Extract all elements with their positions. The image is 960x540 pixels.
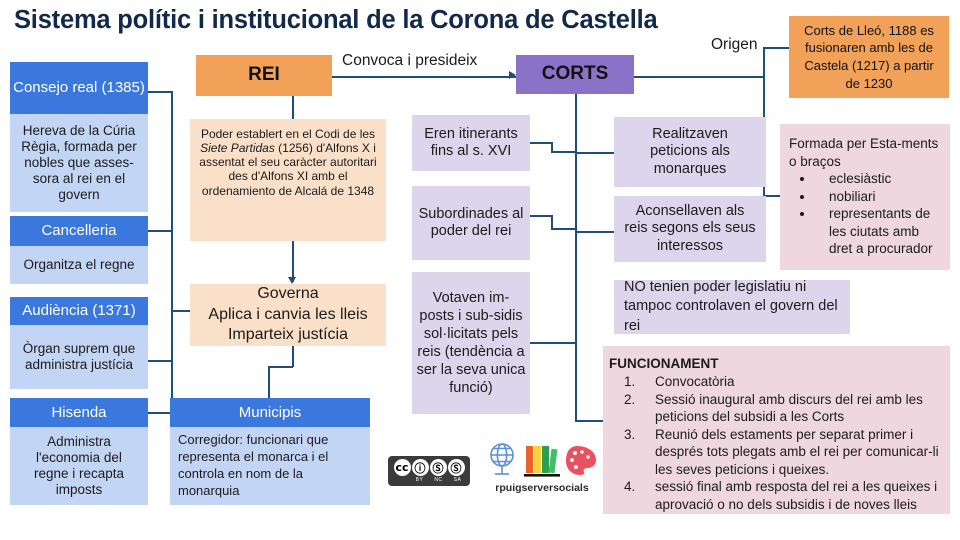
connector-corts-left-3 [530, 342, 576, 344]
connector-left-to-governa [171, 310, 196, 312]
cc-label-nc: NC [434, 477, 443, 483]
card-consejo-real-body: Hereva de la Cúria Règia, formada per no… [10, 114, 148, 212]
connector-corts-box-itinerants [530, 142, 552, 144]
connector-corts-left-1-v [551, 142, 553, 152]
creative-commons-badge-icon: cc ⓘ Ⓢ Ⓢ BY NC SA [388, 456, 470, 486]
funcionament-step: sessió final amb resposta del rei a les … [639, 478, 940, 513]
globe-icon [490, 443, 514, 475]
connector-left-branch-hisenda [148, 412, 172, 414]
logo-name-text: rpuigserversocials [495, 482, 589, 494]
connector-corts-right [634, 76, 764, 78]
connector-origen-to-box [763, 47, 789, 49]
card-corts-note-votaven: Votaven im-posts i sub-sidis sol·licitat… [412, 272, 530, 414]
funcionament-step: Convocatòria [639, 373, 940, 390]
power-note-italic: Siete Partidas [200, 141, 275, 156]
cc-circle-icon: cc [393, 459, 411, 476]
connector-left-branch-consejo [148, 91, 172, 93]
connector-corts-left-1 [551, 151, 576, 153]
card-rei: REI [196, 55, 332, 96]
card-hisenda-body: Administra l'economia del regne i recapt… [10, 427, 148, 505]
card-municipis-header: Municipis [170, 398, 370, 427]
page-title: Sistema polític i institucional de la Co… [14, 6, 658, 34]
funcionament-step: Sessió inaugural amb discurs del rei amb… [639, 391, 940, 426]
card-corts-note-peticions: Realitzaven peticions als monarques [614, 117, 766, 187]
card-corts-note-aconsellaven: Aconsellaven als reis segons els seus in… [614, 196, 766, 262]
cc-label-by: BY [415, 477, 424, 483]
connector-left-spine [171, 91, 173, 413]
arrow-to-corts [509, 71, 516, 79]
card-corts-origen: Corts de Lleó, 1188 es fusionaren amb le… [789, 16, 949, 98]
connector-power-to-governa [292, 240, 294, 282]
connector-rei-to-corts [332, 76, 516, 78]
card-rei-functions: Governa Aplica i canvia les lleis Impart… [190, 284, 386, 346]
card-cancelleria-header: Cancelleria [10, 216, 148, 246]
funcionament-step: Reunió dels estaments per separat primer… [639, 426, 940, 478]
cc-by-icon: ⓘ [411, 459, 429, 476]
power-note-pre: Poder establert en el Codi de les [200, 127, 376, 141]
connector-corts-box-subordinades [530, 215, 552, 217]
card-funcionament: FUNCIONAMENT Convocatòria Sessió inaugur… [603, 346, 950, 514]
connector-corts-to-funcionament [575, 420, 603, 422]
connector-to-municipis [268, 366, 270, 398]
connector-rei-to-power [292, 95, 294, 119]
estaments-list: eclesiàstic nobiliari representants de l… [789, 170, 941, 258]
funcionament-steps: Convocatòria Sessió inaugural amb discur… [609, 373, 940, 513]
estaments-item: eclesiàstic [815, 170, 941, 188]
estaments-intro: Formada per Esta-ments o braços [789, 136, 939, 169]
card-corts-note-subordinades: Subordinades al poder del rei [412, 186, 530, 260]
label-convoca-presideix: Convoca i presideix [342, 52, 478, 69]
card-audiencia-body: Òrgan suprem que administra justícia [10, 325, 148, 389]
books-icon [524, 446, 560, 477]
card-corts-estaments: Formada per Esta-ments o braços eclesiàs… [780, 124, 950, 270]
logo-graphics-icon [490, 443, 596, 477]
connector-left-branch-cancelleria [148, 230, 172, 232]
card-corts: CORTS [516, 55, 634, 94]
connector-corts-right-2 [575, 231, 614, 233]
estaments-item: representants de les ciutats amb dret a … [815, 205, 941, 258]
rpuigserversocials-logo: rpuigserversocials [484, 440, 600, 498]
cc-label-row: BY NC SA [392, 477, 466, 483]
connector-to-estaments [763, 195, 780, 197]
cc-sa-icon: Ⓢ [447, 459, 465, 476]
card-municipis-body: Corregidor: funcionari que representa el… [170, 427, 370, 505]
label-origen: Origen [711, 36, 758, 53]
connector-governa-down [292, 345, 294, 367]
card-consejo-real-header: Consejo real (1385) [10, 62, 148, 114]
connector-left-branch-audiencia [148, 360, 172, 362]
card-hisenda-header: Hisenda [10, 398, 148, 427]
connector-corts-left-2 [551, 228, 576, 230]
funcionament-heading: FUNCIONAMENT [609, 356, 719, 371]
cc-icon-row: cc ⓘ Ⓢ Ⓢ [393, 459, 465, 476]
connector-corts-left-2-v [551, 215, 553, 229]
connector-governa-to-municipis [268, 366, 293, 368]
power-note-post: (1256) d'Alfons X i assentat el seu carà… [199, 141, 377, 198]
cc-label-sa: SA [453, 477, 462, 483]
cc-nc-icon: Ⓢ [429, 459, 447, 476]
connector-origen-up [763, 47, 765, 77]
estaments-item: nobiliari [815, 188, 941, 206]
card-rei-power-note: Poder establert en el Codi de les Siete … [190, 119, 386, 241]
cc-label [392, 477, 409, 483]
connector-corts-spine [575, 94, 577, 421]
card-corts-note-itinerants: Eren itinerants fins al s. XVI [412, 115, 530, 171]
connector-corts-right-1 [575, 152, 614, 154]
card-audiencia-header: Audiència (1371) [10, 297, 148, 325]
palette-icon [566, 446, 596, 475]
arrow-down-governa [288, 277, 296, 284]
card-cancelleria-body: Organitza el regne [10, 246, 148, 284]
card-corts-no-power: NO tenien poder legislatiu ni tampoc con… [614, 279, 850, 334]
